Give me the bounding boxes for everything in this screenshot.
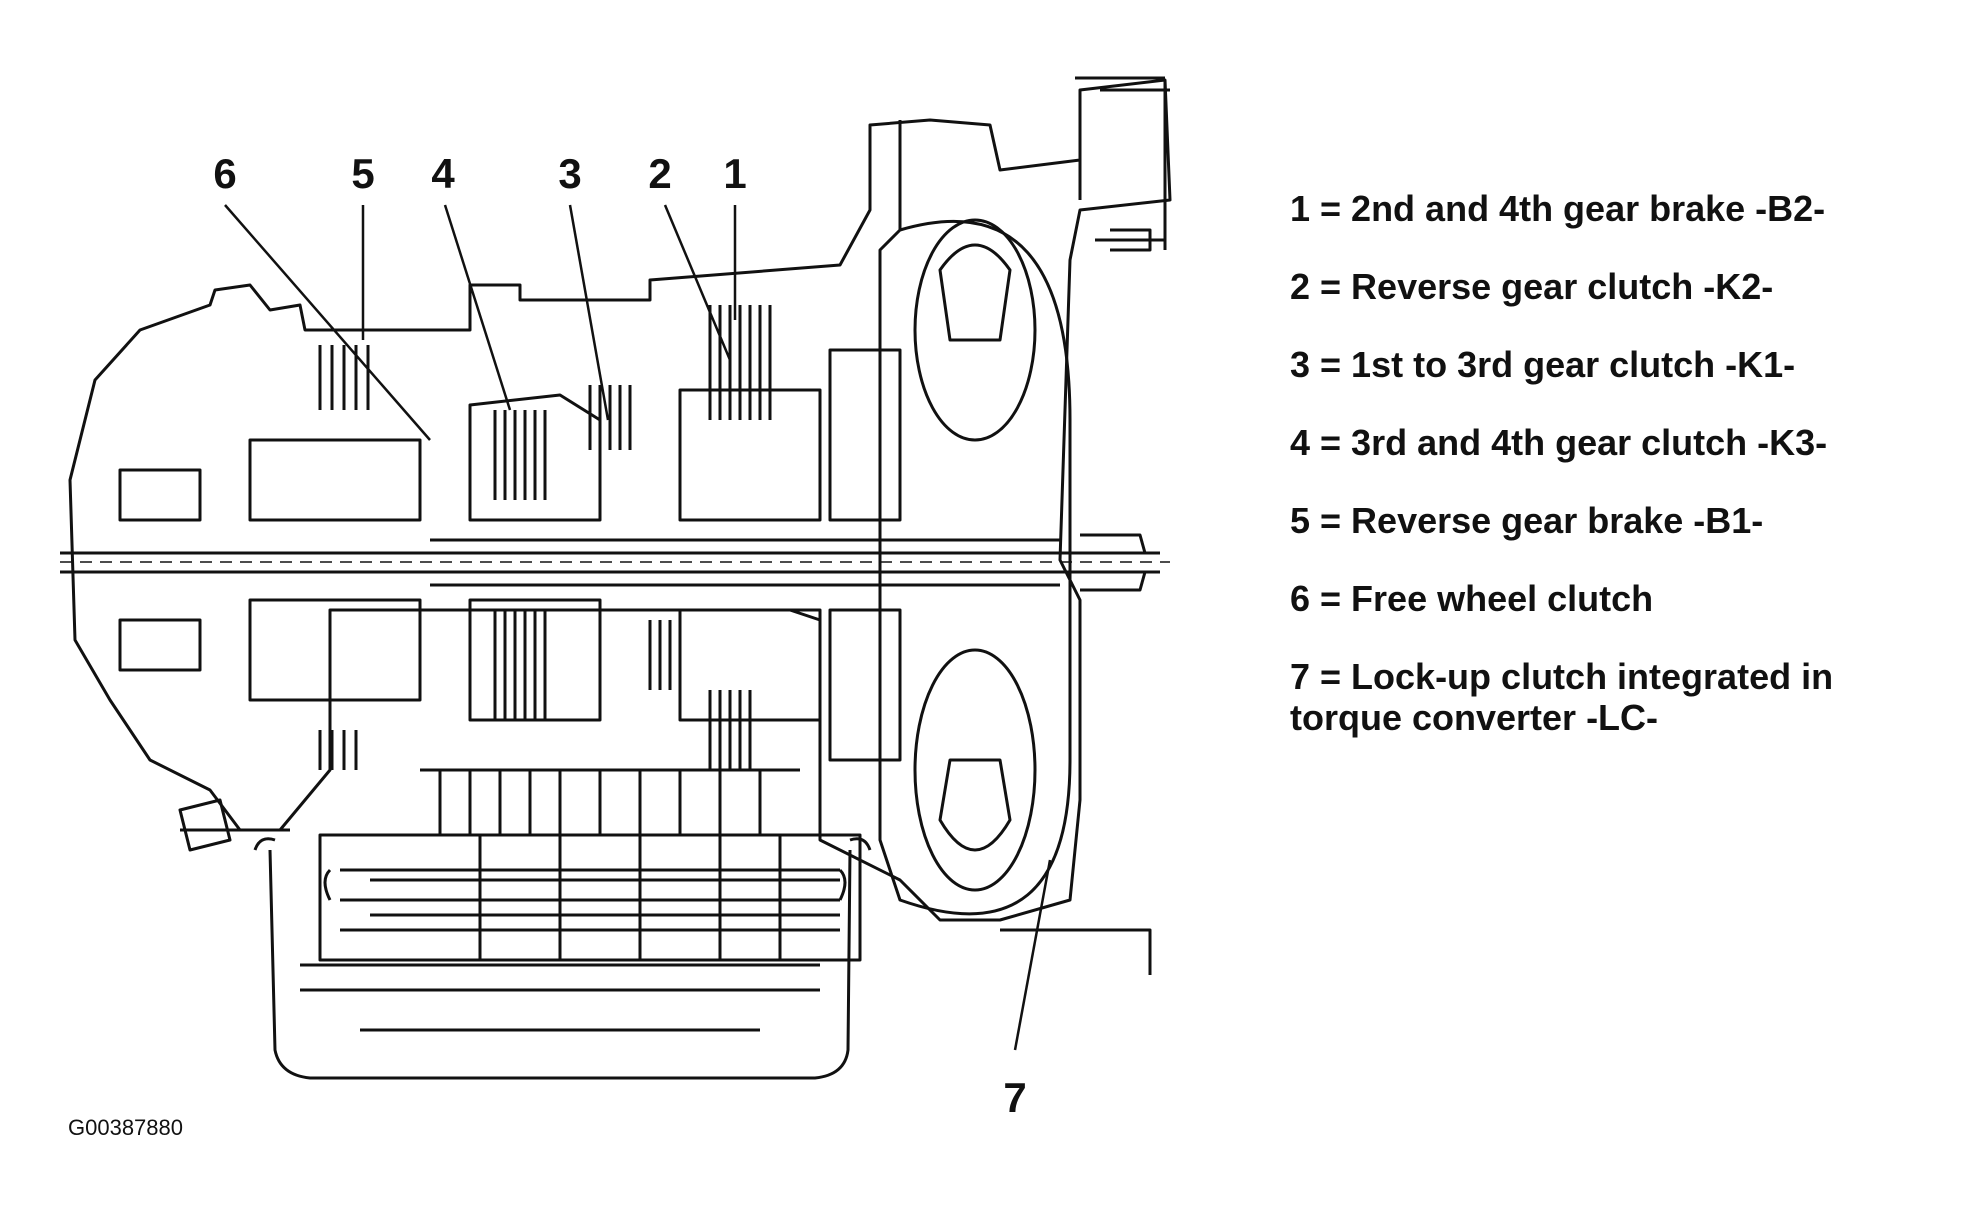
torque-converter-upper <box>913 218 1037 442</box>
callout-3: 3 <box>558 150 581 197</box>
callout-2: 2 <box>648 150 671 197</box>
callout-3-leader <box>568 204 610 421</box>
legend: 1 = 2nd and 4th gear brake -B2- 2 = Reve… <box>1290 188 1950 775</box>
torque-converter-housing <box>878 220 1072 916</box>
callout-2-leader <box>663 204 732 361</box>
clutch-pack-k1-upper <box>588 385 632 450</box>
clutch-pack-b2-upper <box>708 305 772 420</box>
legend-item-3: 3 = 1st to 3rd gear clutch -K1- <box>1290 344 1796 385</box>
clutch-pack-b1-upper <box>318 345 370 410</box>
callout-5: 5 <box>351 150 374 197</box>
legend-item-5: 5 = Reverse gear brake -B1- <box>1290 500 1764 541</box>
callout-7: 7 <box>1003 1074 1026 1121</box>
callout-4-leader <box>443 204 512 411</box>
figure-code: G00387880 <box>68 1115 183 1140</box>
clutch-pack-k3-upper <box>493 410 547 500</box>
legend-item-6: 6 = Free wheel clutch <box>1290 578 1654 619</box>
legend-item-1: 1 = 2nd and 4th gear brake -B2- <box>1290 188 1826 229</box>
callout-1: 1 <box>723 150 746 197</box>
legend-item-7: 7 = Lock-up clutch integrated in torque … <box>1290 656 1834 738</box>
legend-item-4: 4 = 3rd and 4th gear clutch -K3- <box>1290 422 1828 463</box>
legend-item-2: 2 = Reverse gear clutch -K2- <box>1290 266 1774 307</box>
callout-7-leader <box>1013 859 1052 1051</box>
main-shaft <box>60 551 1160 574</box>
callout-6: 6 <box>213 150 236 197</box>
callout-6-leader <box>224 204 431 441</box>
callout-4: 4 <box>431 150 455 197</box>
torque-converter-lower <box>913 648 1037 892</box>
oil-pan <box>268 849 852 1080</box>
